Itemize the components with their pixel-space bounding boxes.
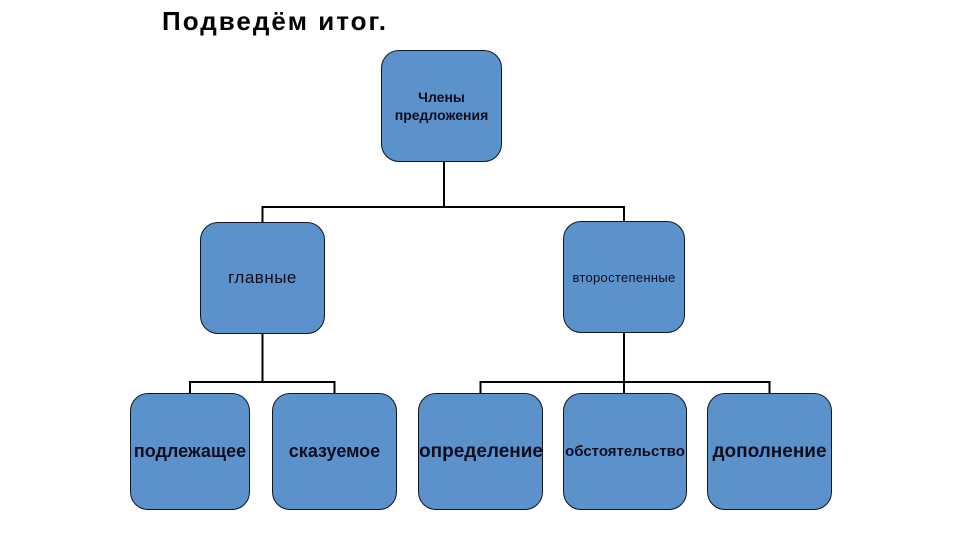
node-main-members: главные: [200, 222, 325, 334]
node-label: обстоятельство: [565, 443, 685, 460]
slide-title: Подведём итог.: [162, 6, 388, 36]
node-sentence-members: Члены предложения: [381, 50, 502, 162]
connector-root-to-level2: [261, 206, 625, 222]
node-secondary-members: второстепенные: [563, 221, 685, 333]
node-label: подлежащее: [133, 441, 247, 461]
node-label: сказуемое: [288, 441, 381, 461]
node-label: главные: [228, 268, 297, 287]
connector-secondary-to-children: [479, 381, 771, 393]
node-adverbial: обстоятельство: [563, 393, 687, 510]
node-object: дополнение: [707, 393, 832, 510]
node-label: определение: [419, 440, 543, 462]
connector-main-to-children: [189, 381, 336, 393]
node-subject: подлежащее: [130, 393, 250, 510]
node-predicate: сказуемое: [272, 393, 397, 510]
node-label: Члены предложения: [394, 88, 489, 123]
node-label: второстепенные: [572, 269, 676, 285]
node-attribute: определение: [418, 393, 543, 510]
node-label: дополнение: [712, 440, 827, 462]
